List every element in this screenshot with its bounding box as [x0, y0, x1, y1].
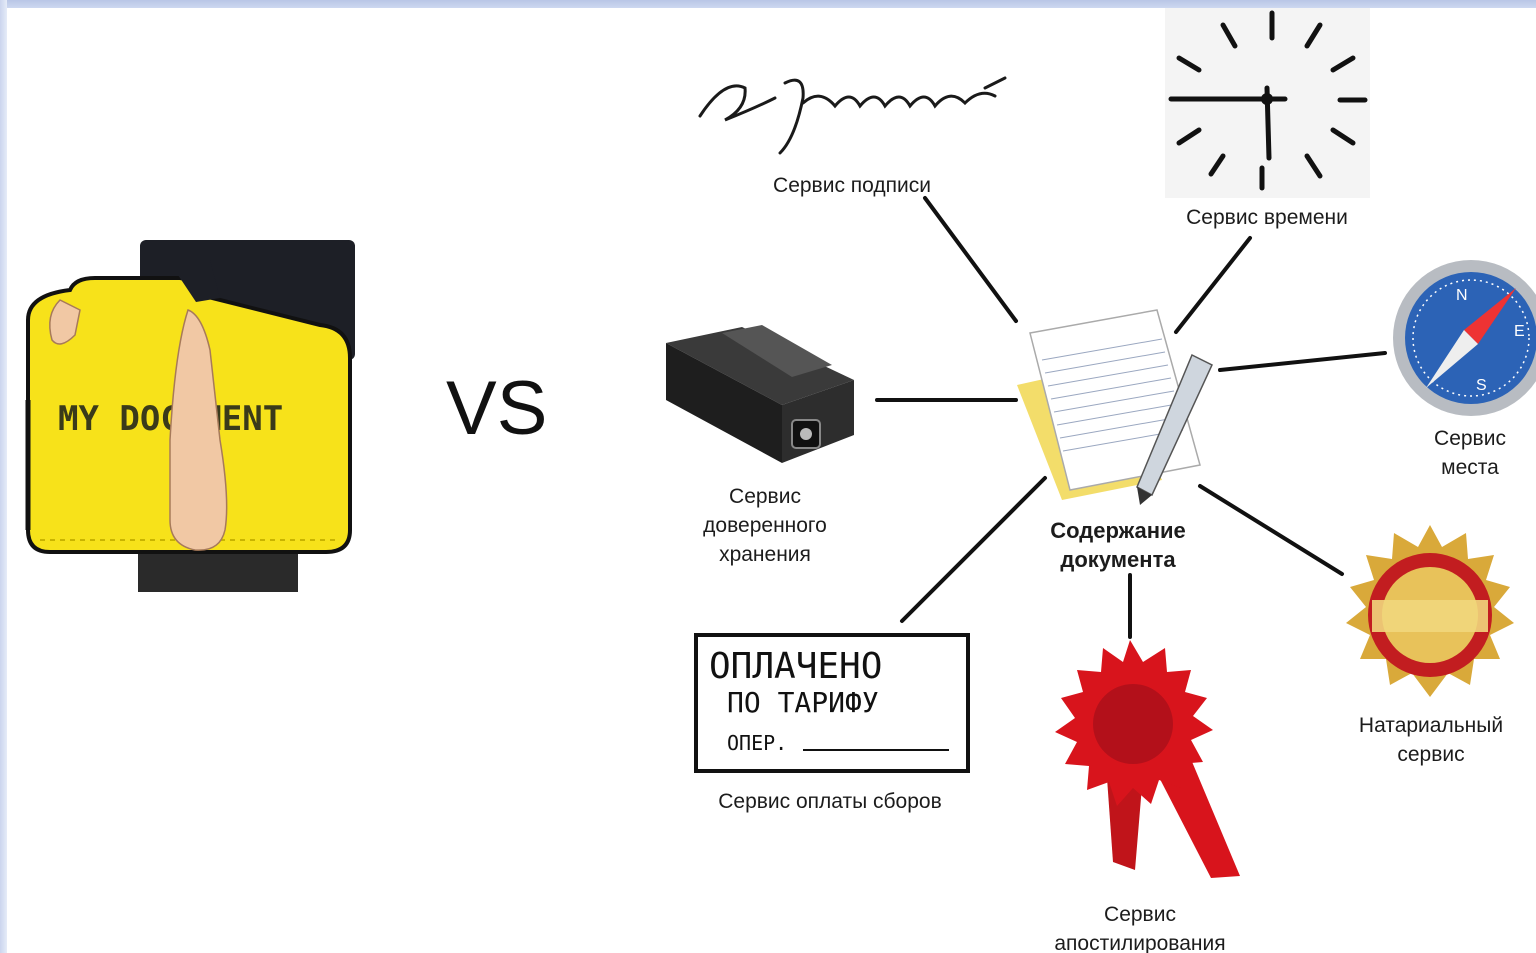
location-label-line-2: места	[1405, 453, 1535, 482]
stamp-line-1: ОПЛАЧЕНО	[709, 646, 882, 687]
storage-label-line-3: хранения	[680, 540, 850, 569]
notary-label-line-2: сервис	[1336, 740, 1526, 769]
location-service-label: Сервис места	[1405, 424, 1535, 482]
stamp-line-2: ПО ТАРИФУ	[727, 686, 879, 719]
apostille-label-line-1: Сервис	[1040, 900, 1240, 929]
storage-label-line-2: доверенного	[680, 511, 850, 540]
center-label-line-2: документа	[1030, 545, 1206, 574]
notary-seal-icon	[1338, 525, 1522, 705]
connector-signature	[925, 198, 1016, 321]
center-label-line-1: Содержание	[1030, 516, 1206, 545]
storage-label-line-1: Сервис	[680, 482, 850, 511]
storage-service-label: Сервис доверенного хранения	[680, 482, 850, 569]
notary-label-line-1: Натариальный	[1336, 711, 1526, 740]
location-label-line-1: Сервис	[1405, 424, 1535, 453]
clock-image	[1165, 8, 1370, 198]
compass-e: E	[1514, 323, 1525, 340]
apostille-label-line-2: апостилирования	[1040, 929, 1240, 953]
vs-label: VS	[446, 364, 547, 454]
signature-service-label: Сервис подписи	[740, 171, 964, 200]
compass-n: N	[1456, 287, 1468, 304]
payment-service-label: Сервис оплаты сборов	[690, 787, 970, 816]
apostille-seal-icon	[1035, 640, 1245, 880]
notary-service-label: Натариальный сервис	[1336, 711, 1526, 769]
time-service-label: Сервис времени	[1157, 203, 1377, 232]
safe-box-image	[662, 325, 862, 465]
center-content-label: Содержание документа	[1030, 516, 1206, 574]
signature-image	[685, 58, 1015, 158]
compass-s: S	[1476, 377, 1487, 394]
stamp-line-3: ОПЕР.	[727, 731, 787, 755]
paid-stamp-image: ОПЛАЧЕНО ПО ТАРИФУ ОПЕР.	[693, 632, 971, 774]
document-bag-photo: MY DOCUMENT	[20, 240, 360, 592]
apostille-service-label: Сервис апостилирования	[1040, 900, 1240, 953]
connector-location	[1220, 353, 1385, 370]
document-pen-icon	[1012, 305, 1222, 505]
compass-icon: N E S	[1386, 258, 1536, 418]
